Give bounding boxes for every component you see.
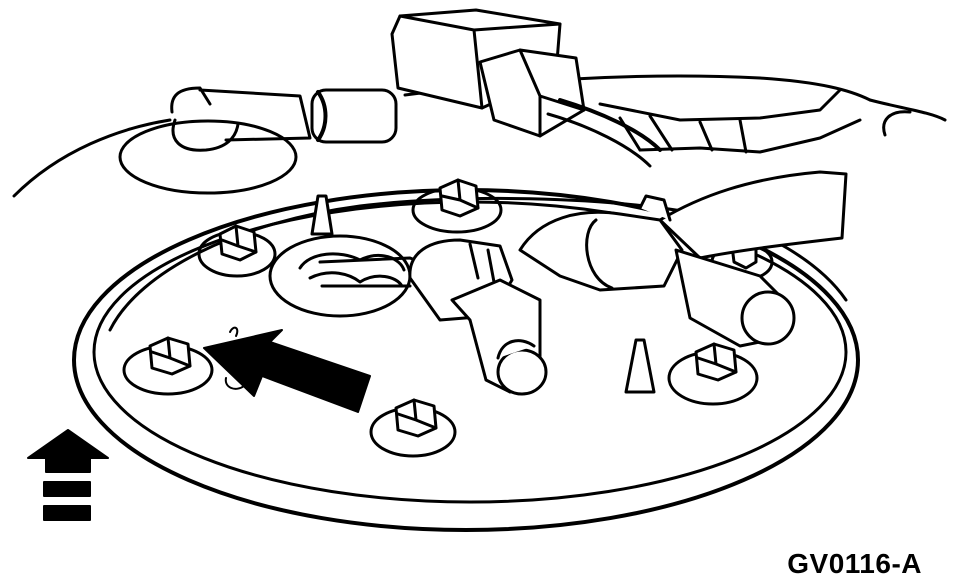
bolt-3	[148, 336, 192, 376]
figure-label: GV0116-A	[787, 548, 922, 579]
direction-arrow	[203, 326, 371, 413]
bolt-1	[218, 224, 258, 262]
fuel-line-left-fitting	[408, 238, 548, 396]
bolt-5	[694, 342, 738, 382]
locator-tabs	[310, 194, 656, 394]
up-arrow-icon	[27, 429, 109, 521]
fuel-line-right	[518, 170, 848, 348]
fuel-line-upper	[118, 86, 398, 195]
bolts	[148, 178, 758, 438]
bolt-2	[438, 178, 480, 218]
bolt-4	[394, 398, 438, 438]
electrical-connector	[390, 8, 862, 168]
